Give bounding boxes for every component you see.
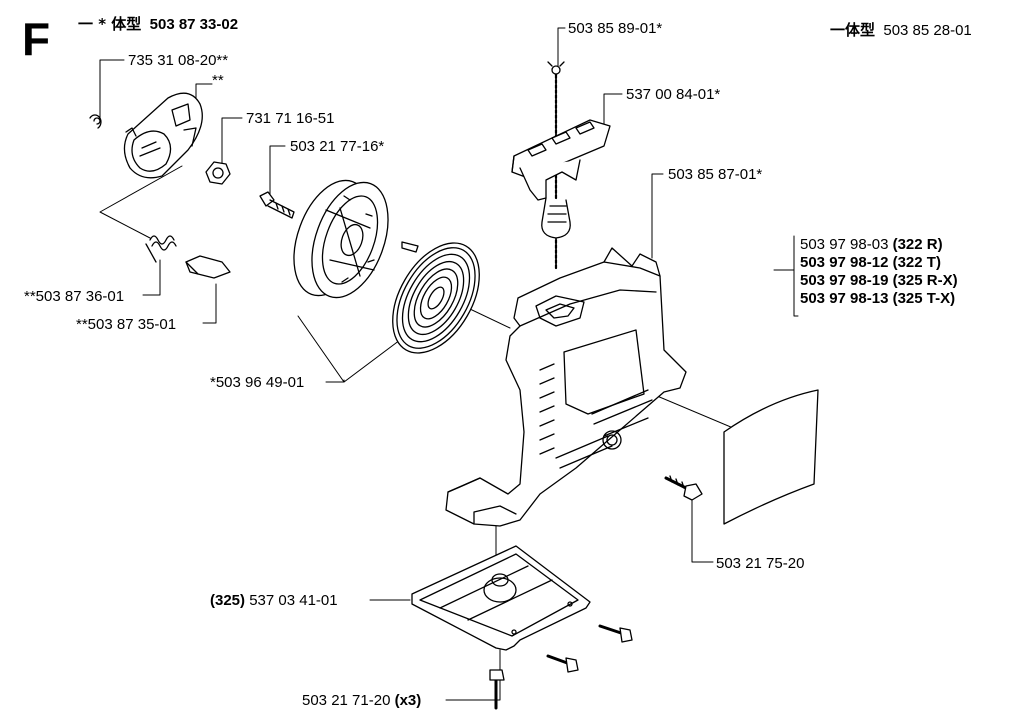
decal-row: 503 97 98-13 (325 T-X) bbox=[800, 290, 958, 308]
nut bbox=[205, 161, 231, 185]
header-right-prefix: 一体型 bbox=[830, 21, 876, 39]
header-right-number: 503 85 28-01 bbox=[883, 22, 972, 39]
part-label-503-21-71-20-qty: (x3) bbox=[394, 692, 422, 709]
bottom-plate bbox=[411, 545, 591, 651]
decal-model: (322 T) bbox=[892, 254, 941, 271]
retaining-clip bbox=[89, 114, 102, 129]
starter-cover bbox=[123, 92, 203, 179]
part-label-537-00-84-01: 537 00 84-01* bbox=[626, 86, 721, 103]
starter-handle bbox=[511, 119, 611, 239]
part-label-503-87-36-01: **503 87 36-01 bbox=[24, 288, 125, 305]
part-label-537-03-41-01-model: (325) bbox=[210, 592, 246, 609]
part-label-503-85-87-01: 503 85 87-01* bbox=[668, 166, 763, 183]
part-label-537-03-41-01-number: 537 03 41-01 bbox=[249, 592, 338, 609]
starter-pulley bbox=[293, 179, 389, 299]
decal-sticker bbox=[723, 389, 819, 525]
part-label-503-85-89-01: 503 85 89-01* bbox=[568, 20, 663, 37]
part-label-503-87-35-01: **503 87 35-01 bbox=[76, 316, 177, 333]
pawl bbox=[185, 255, 231, 279]
part-label-731-71-16-51: 731 71 16-51 bbox=[246, 110, 335, 127]
decal-row: 503 97 98-19 (325 R-X) bbox=[800, 272, 958, 290]
decal-part-list: 503 97 98-03 (322 R) 503 97 98-12 (322 T… bbox=[800, 236, 958, 308]
decal-number: 503 97 98-12 bbox=[800, 254, 889, 271]
section-letter: F bbox=[22, 13, 51, 65]
header-left-prefix: 一 * 体型 bbox=[78, 15, 142, 33]
decal-model: (325 R-X) bbox=[892, 272, 958, 289]
part-label-735-31-08-20: 735 31 08-20** bbox=[128, 52, 229, 69]
part-label-503-21-75-20: 503 21 75-20 bbox=[716, 555, 805, 572]
header-left: 一 * 体型 503 87 33-02 bbox=[78, 15, 239, 34]
header-left-number: 503 87 33-02 bbox=[149, 16, 239, 33]
pawl-spring bbox=[145, 235, 177, 263]
part-label-537-03-41-01: (325) 537 03 41-01 bbox=[210, 592, 338, 609]
part-label-503-96-49-01: *503 96 49-01 bbox=[210, 374, 305, 391]
pulley-screw bbox=[259, 191, 295, 219]
decal-row: 503 97 98-03 (322 R) bbox=[800, 236, 958, 254]
part-label-stars: ** bbox=[212, 72, 224, 89]
part-label-503-21-71-20-number: 503 21 71-20 bbox=[302, 692, 391, 709]
decal-number: 503 97 98-03 bbox=[800, 236, 889, 253]
decal-model: (322 R) bbox=[892, 236, 943, 253]
decal-model: (325 T-X) bbox=[892, 290, 956, 307]
plate-screws bbox=[489, 624, 633, 710]
spring-hook bbox=[401, 241, 419, 253]
housing-screw bbox=[664, 475, 703, 501]
header-right: 一体型 503 85 28-01 bbox=[830, 21, 972, 40]
fan-housing bbox=[445, 247, 687, 527]
decal-row: 503 97 98-12 (322 T) bbox=[800, 254, 958, 272]
part-label-503-21-71-20: 503 21 71-20 (x3) bbox=[302, 692, 421, 709]
part-label-503-21-77-16: 503 21 77-16* bbox=[290, 138, 385, 155]
decal-number: 503 97 98-13 bbox=[800, 290, 889, 307]
recoil-spring bbox=[392, 242, 480, 354]
decal-number: 503 97 98-19 bbox=[800, 272, 889, 289]
